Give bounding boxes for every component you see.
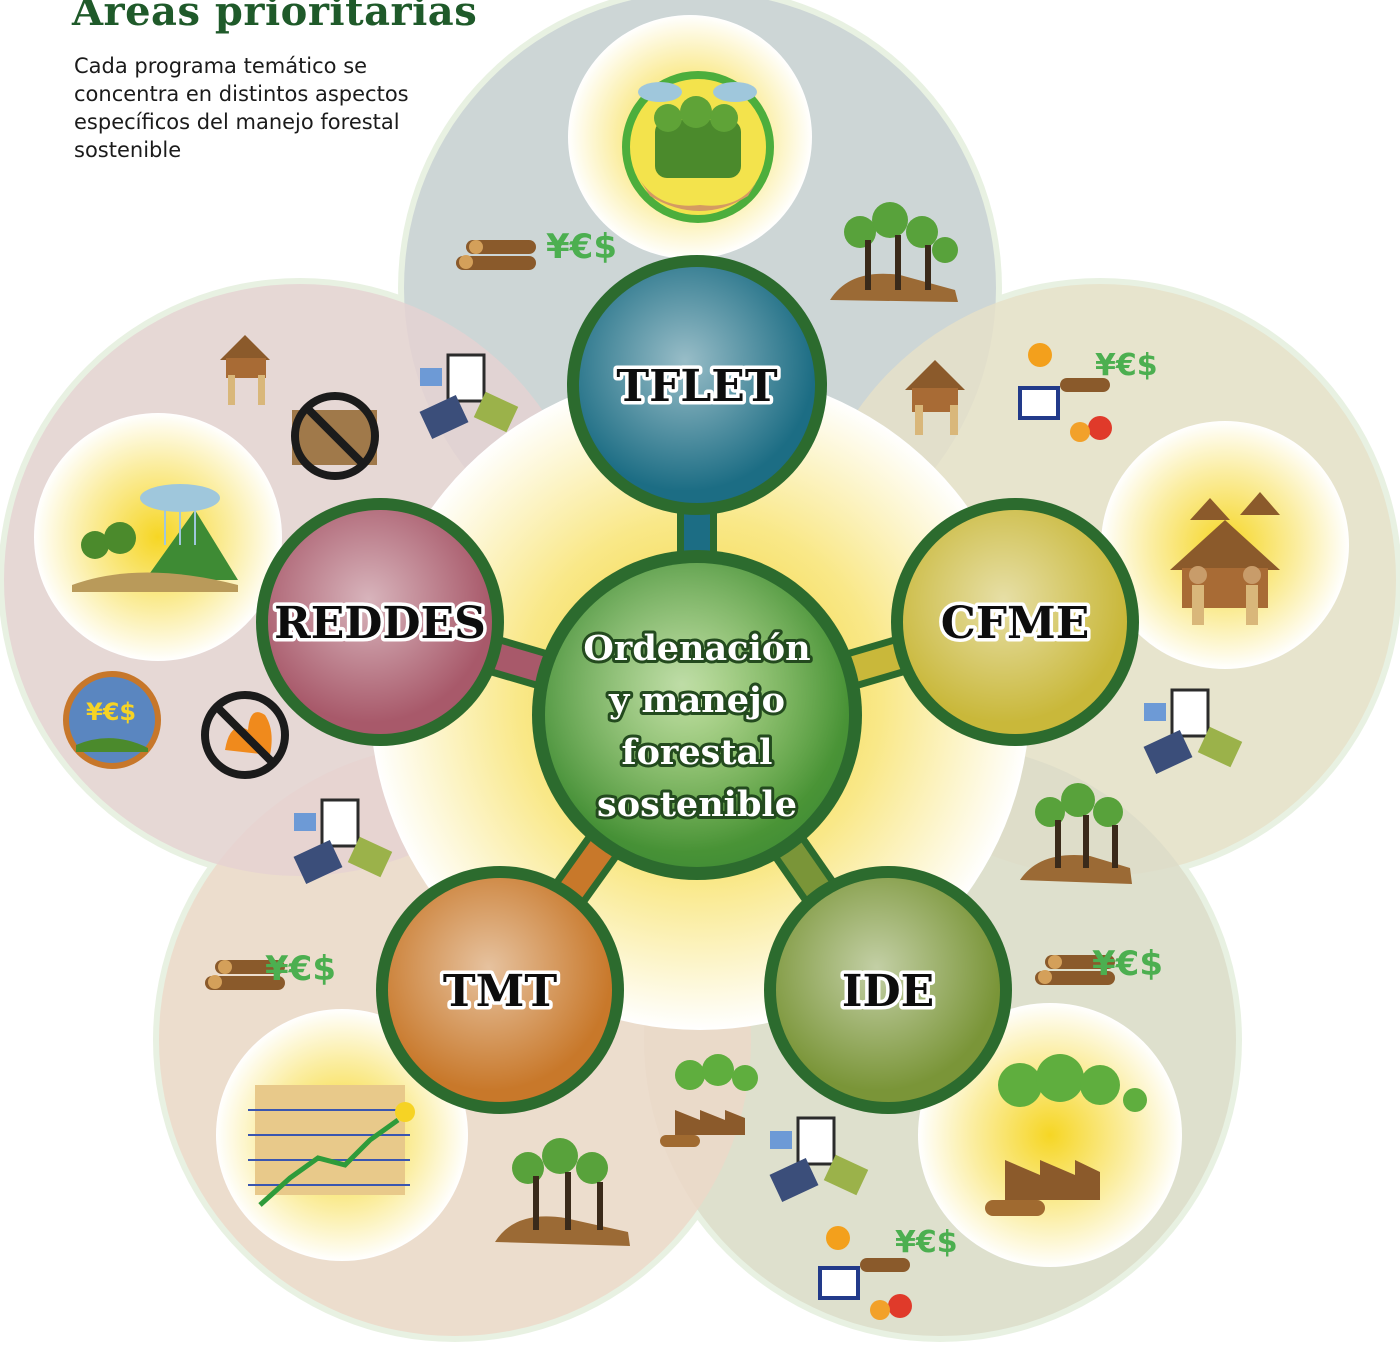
- forest-products-icon: ¥€$: [1018, 343, 1158, 442]
- page-title: Áreas prioritarias: [72, 0, 478, 35]
- program-label-reddes: REDDES: [274, 598, 486, 649]
- village-community-icon: [1170, 492, 1280, 625]
- program-sheen-ide: [776, 878, 1000, 1102]
- program-sheen-reddes: [268, 510, 492, 734]
- market-trend-icon: [248, 1085, 415, 1207]
- protected-forest-hands-icon: [622, 71, 774, 223]
- forest-biodiversity-icon: [830, 202, 958, 302]
- program-label-tflet: TFLET: [616, 361, 777, 412]
- hub-line-4: sostenible: [597, 784, 797, 825]
- svg-text:¥€$: ¥€$: [895, 1225, 958, 1260]
- program-sheen-cfme: [903, 510, 1127, 734]
- forest-products-icon: ¥€$: [818, 1225, 958, 1320]
- village-community-icon: [905, 360, 965, 435]
- program-label-tmt: TMT: [443, 966, 557, 1017]
- icons: ¥€$ ¥€$ ¥€$: [63, 71, 1280, 1320]
- hub-line-1: Ordenación: [583, 628, 810, 669]
- forest-biodiversity-icon: [1020, 783, 1132, 884]
- program-label-cfme: CFME: [941, 598, 1090, 649]
- timber-money-icon: ¥€$: [456, 227, 617, 270]
- program-sheen-tmt: [388, 878, 612, 1102]
- program-node-cfme: CFME: [891, 498, 1139, 746]
- program-sheen-tflet: [579, 267, 815, 503]
- forest-biodiversity-icon: [495, 1138, 630, 1246]
- industry-factory-icon: [985, 1054, 1147, 1216]
- no-deforestation-icon: [291, 392, 379, 480]
- watershed-climate-icon: [72, 484, 238, 592]
- hub-line-2: y manejo: [608, 680, 785, 721]
- program-nodes: TFLET CFME IDE TMT REDDES: [256, 255, 1139, 1114]
- certification-agreement-icon: [769, 1116, 869, 1203]
- svg-text:¥€$: ¥€$: [1095, 348, 1158, 383]
- program-node-tflet: TFLET: [567, 255, 827, 515]
- hub-line-3: forestal: [622, 732, 773, 773]
- svg-text:¥€$: ¥€$: [1092, 944, 1163, 984]
- timber-money-icon: ¥€$: [205, 949, 336, 990]
- industry-factory-icon: [660, 1054, 758, 1147]
- svg-text:¥€$: ¥€$: [265, 949, 336, 989]
- certification-agreement-icon: [1143, 688, 1243, 775]
- svg-text:¥€$: ¥€$: [86, 698, 136, 726]
- svg-text:¥€$: ¥€$: [546, 227, 617, 267]
- hub: Ordenación y manejo forestal sostenible: [532, 550, 862, 880]
- program-node-reddes: REDDES: [256, 498, 504, 746]
- program-node-tmt: TMT: [376, 866, 624, 1114]
- program-node-ide: IDE: [764, 866, 1012, 1114]
- timber-money-icon: ¥€$: [1035, 944, 1163, 985]
- program-label-ide: IDE: [842, 966, 934, 1017]
- ecosystem-payments-icon: ¥€$: [63, 671, 161, 769]
- no-fire-icon: [201, 691, 289, 779]
- page-subtitle: Cada programa temático se concentra en d…: [74, 54, 409, 162]
- certification-agreement-icon: [419, 353, 519, 440]
- certification-agreement-icon: [293, 798, 393, 885]
- village-community-icon: [220, 335, 270, 405]
